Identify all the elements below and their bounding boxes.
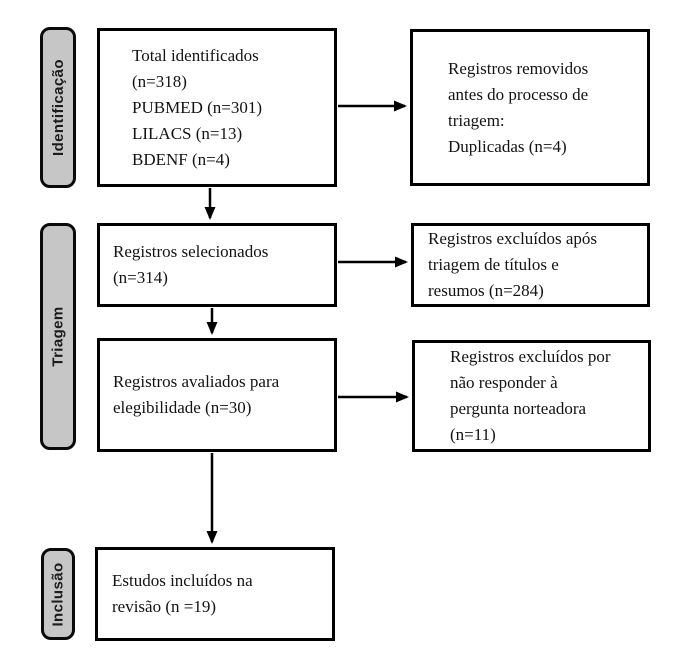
- box-excluidos-triagem: Registros excluídos após triagem de títu…: [411, 223, 650, 307]
- box-line: PUBMED (n=301): [132, 97, 263, 117]
- box-line: (n=11): [450, 425, 496, 444]
- box-line: (n=314): [113, 268, 168, 287]
- box-line: resumos (n=284): [428, 281, 544, 300]
- box-line: LILACS (n=13): [132, 123, 243, 143]
- box-excluidos-pergunta: Registros excluídos por não responder à …: [412, 340, 651, 452]
- box-avaliados-elegibilidade: Registros avaliados para elegibilidade (…: [97, 338, 337, 452]
- stage-label-text: Identificação: [49, 59, 67, 156]
- stage-label-identificacao: Identificação: [40, 27, 76, 188]
- box-line: (n=318): [132, 71, 187, 91]
- stage-label-text: Triagem: [49, 306, 67, 367]
- box-line: BDENF (n=4): [132, 149, 230, 169]
- box-registros-removidos: Registros removidos antes do processo de…: [410, 29, 650, 186]
- box-line: Estudos incluídos na: [112, 571, 253, 590]
- box-line: Registros excluídos por: [450, 347, 611, 366]
- box-line: Registros removidos: [448, 58, 589, 78]
- box-estudos-incluidos: Estudos incluídos na revisão (n =19): [95, 547, 335, 641]
- box-line: Duplicadas (n=4): [448, 136, 567, 156]
- box-line: Registros avaliados para: [113, 372, 280, 391]
- box-line: pergunta norteadora: [450, 399, 587, 418]
- box-line: antes do processo de: [448, 84, 589, 104]
- box-line: Total identificados: [132, 45, 259, 65]
- stage-label-text: Inclusão: [49, 561, 67, 627]
- stage-label-triagem: Triagem: [40, 223, 76, 450]
- box-line: triagem de títulos e: [428, 255, 559, 274]
- box-line: não responder à: [450, 373, 558, 392]
- box-total-identificados: Total identificados (n=318) PUBMED (n=30…: [97, 28, 337, 187]
- box-registros-selecionados: Registros selecionados (n=314): [97, 223, 337, 307]
- box-line: elegibilidade (n=30): [113, 398, 252, 417]
- stage-label-inclusao: Inclusão: [41, 548, 75, 640]
- box-line: Registros selecionados: [113, 242, 269, 261]
- box-line: triagem:: [448, 110, 505, 130]
- box-line: Registros excluídos após: [428, 229, 598, 248]
- box-line: revisão (n =19): [112, 597, 217, 616]
